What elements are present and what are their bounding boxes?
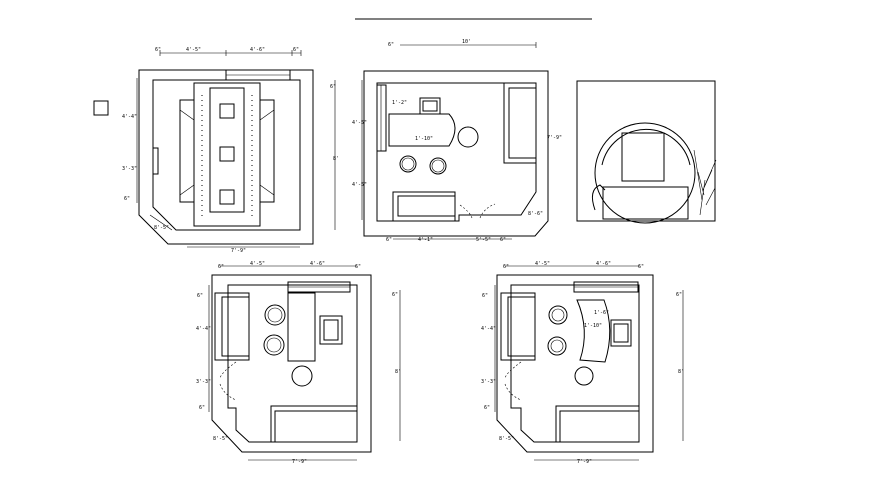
dim-label: 1'-2" [392,100,407,106]
dim-label: 7'-9" [547,135,562,141]
dim-label: 8'-5" [154,225,169,231]
dim-label: 4'-6" [596,261,611,267]
dim-label: 4'-4" [122,114,137,120]
sofa [214,292,250,361]
dim-label: 6" [197,293,203,299]
dim-label: 7'-9" [292,459,307,465]
chair [457,126,479,148]
dim-label: 4'-5" [352,120,367,126]
dim-label: 6" [392,292,398,298]
dim-label: 6" [482,293,488,299]
dim-label: 7'-9" [231,248,246,254]
plan-d-dimensions: 6" 4'-5" 4'-6" 6" 6" 4'-4" 3'-3" 6" 6" 8… [481,261,684,465]
office-desk [388,113,456,147]
plan-b-dimensions: 6" 10' 4'-5" 4'-5" 7'-9" 6" 4'-1" 5'-5" … [352,39,562,243]
dim-label: 3'-3" [122,166,137,172]
conference-table [193,82,261,227]
dim-label: 6" [388,42,394,48]
plan-a-dimensions: 6" 4'-5" 4'-6" 6" 4'-4" 3'-3" 6" 6" 8' 7… [122,47,339,254]
dim-label: 4'-5" [250,261,265,267]
dim-label: 6" [199,405,205,411]
dim-label: 5'-5" [476,237,491,243]
office-desk [287,292,316,362]
dim-label: 7'-9" [577,459,592,465]
chair [263,334,285,356]
dim-label: 6" [293,47,299,53]
dim-label: 4'-6" [310,261,325,267]
chair [429,157,447,175]
floor-plan-b [363,70,549,237]
floor-plan-a [138,69,314,245]
dim-label: 10' [462,39,471,45]
dim-label: 6" [638,264,644,270]
coffee-table [574,366,594,386]
dim-label: 6" [330,84,336,90]
dim-label: 8' [395,369,401,375]
coffee-table [291,365,313,387]
dim-label: 8'-5" [499,436,514,442]
dim-label: 3'-3" [196,379,211,385]
plan-c-dimensions: 6" 4'-5" 4'-6" 6" 6" 4'-4" 3'-3" 6" 6" 8… [196,261,401,465]
dim-label: 4'-1" [418,237,433,243]
dim-label: 8' [333,156,339,162]
dim-label: 6" [355,264,361,270]
dim-label: 4'-5" [186,47,201,53]
lounge-detail [576,80,717,224]
floor-plan-c [211,274,372,453]
dim-label: 6" [676,292,682,298]
dim-label: 6" [124,196,130,202]
chair [264,304,286,326]
dim-label: 1'-10" [584,323,602,329]
dim-label: 6" [155,47,161,53]
dim-label: 4'-5" [352,182,367,188]
dim-label: 1'-6" [594,310,609,316]
dim-label: 8'-6" [528,211,543,217]
plant [693,149,717,216]
chair [548,305,568,325]
armchair [621,132,665,182]
floor-plan-d [496,274,654,453]
dim-label: 4'-4" [196,326,211,332]
dim-label: 1'-10" [415,136,433,142]
dim-label: 6" [218,264,224,270]
dim-label: 4'-6" [250,47,265,53]
chair [399,155,417,173]
chair [547,336,567,356]
sofa [602,186,689,220]
legend-square [93,100,109,116]
dim-label: 6" [484,405,490,411]
dim-label: 8' [678,369,684,375]
dim-label: 8'-5" [213,436,228,442]
sofa [500,292,536,361]
dim-label: 4'-4" [481,326,496,332]
dim-label: 6" [500,237,506,243]
dim-label: 6" [503,264,509,270]
dim-label: 6" [386,237,392,243]
dim-label: 4'-5" [535,261,550,267]
dim-label: 3'-3" [481,379,496,385]
office-desk [576,299,611,363]
